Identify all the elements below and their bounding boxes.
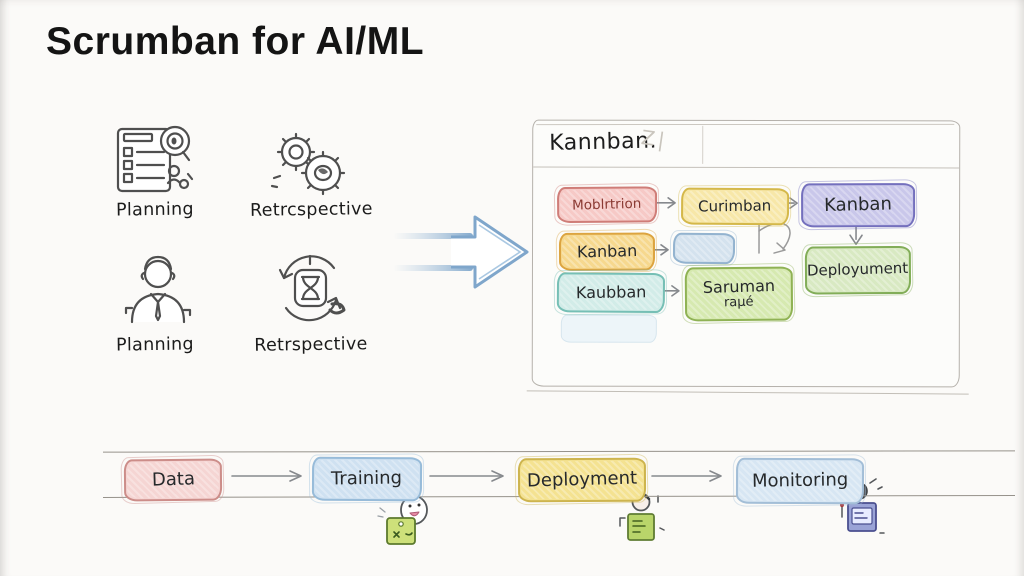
stage-deployment: Deployment: [517, 457, 647, 503]
stage-training: Training: [311, 456, 423, 502]
ceremony-label-planning-2: Planning: [115, 334, 195, 356]
checklist-magnifier-icon: [116, 125, 194, 193]
person-icon: [124, 255, 192, 324]
big-right-arrow-icon: [393, 215, 529, 289]
board-card-deployment: Deployument: [804, 245, 912, 295]
ceremony-label-retrospective-1: Retrcspective: [249, 199, 373, 221]
board-card-orange: Kanban: [558, 232, 656, 271]
refresh-cycle-icon: [278, 254, 346, 322]
down-arrow: [849, 225, 863, 246]
flow-arrow: [231, 470, 302, 482]
board-card-purple: Kanban: [801, 183, 916, 228]
curved-arrow: [758, 222, 791, 254]
stage-monitoring: Monitoring: [735, 457, 865, 505]
stage-data: Data: [123, 458, 223, 502]
board-card-lime: Saruman raμé: [684, 266, 794, 322]
board-header: Kannban. Z|: [533, 120, 960, 169]
flow-arrow: [654, 197, 676, 209]
board-card-red: Moblrtrion: [556, 186, 658, 224]
kanban-board: Kannban. Z| Moblrtrion Curimban Kanban K…: [531, 119, 961, 388]
board-card-blue-empty: [672, 232, 736, 265]
ghost-card: [560, 314, 657, 343]
gears-icon: [270, 132, 346, 196]
ceremony-label-planning-1: Planning: [115, 199, 195, 221]
board-card-teal: Kaubban: [556, 272, 666, 314]
flow-arrow: [429, 470, 504, 482]
board-card-yellow: Curimban: [680, 187, 790, 226]
flow-arrow: [651, 470, 722, 482]
page-title: Scrumban for AI/ML: [46, 20, 425, 63]
ceremony-label-retrospective-2: Retrspective: [254, 334, 368, 356]
pencil-scribble: Z|: [639, 125, 670, 153]
header-divider: [702, 125, 704, 164]
flow-arrow: [651, 244, 669, 256]
timeline-line-top: [102, 450, 1016, 453]
